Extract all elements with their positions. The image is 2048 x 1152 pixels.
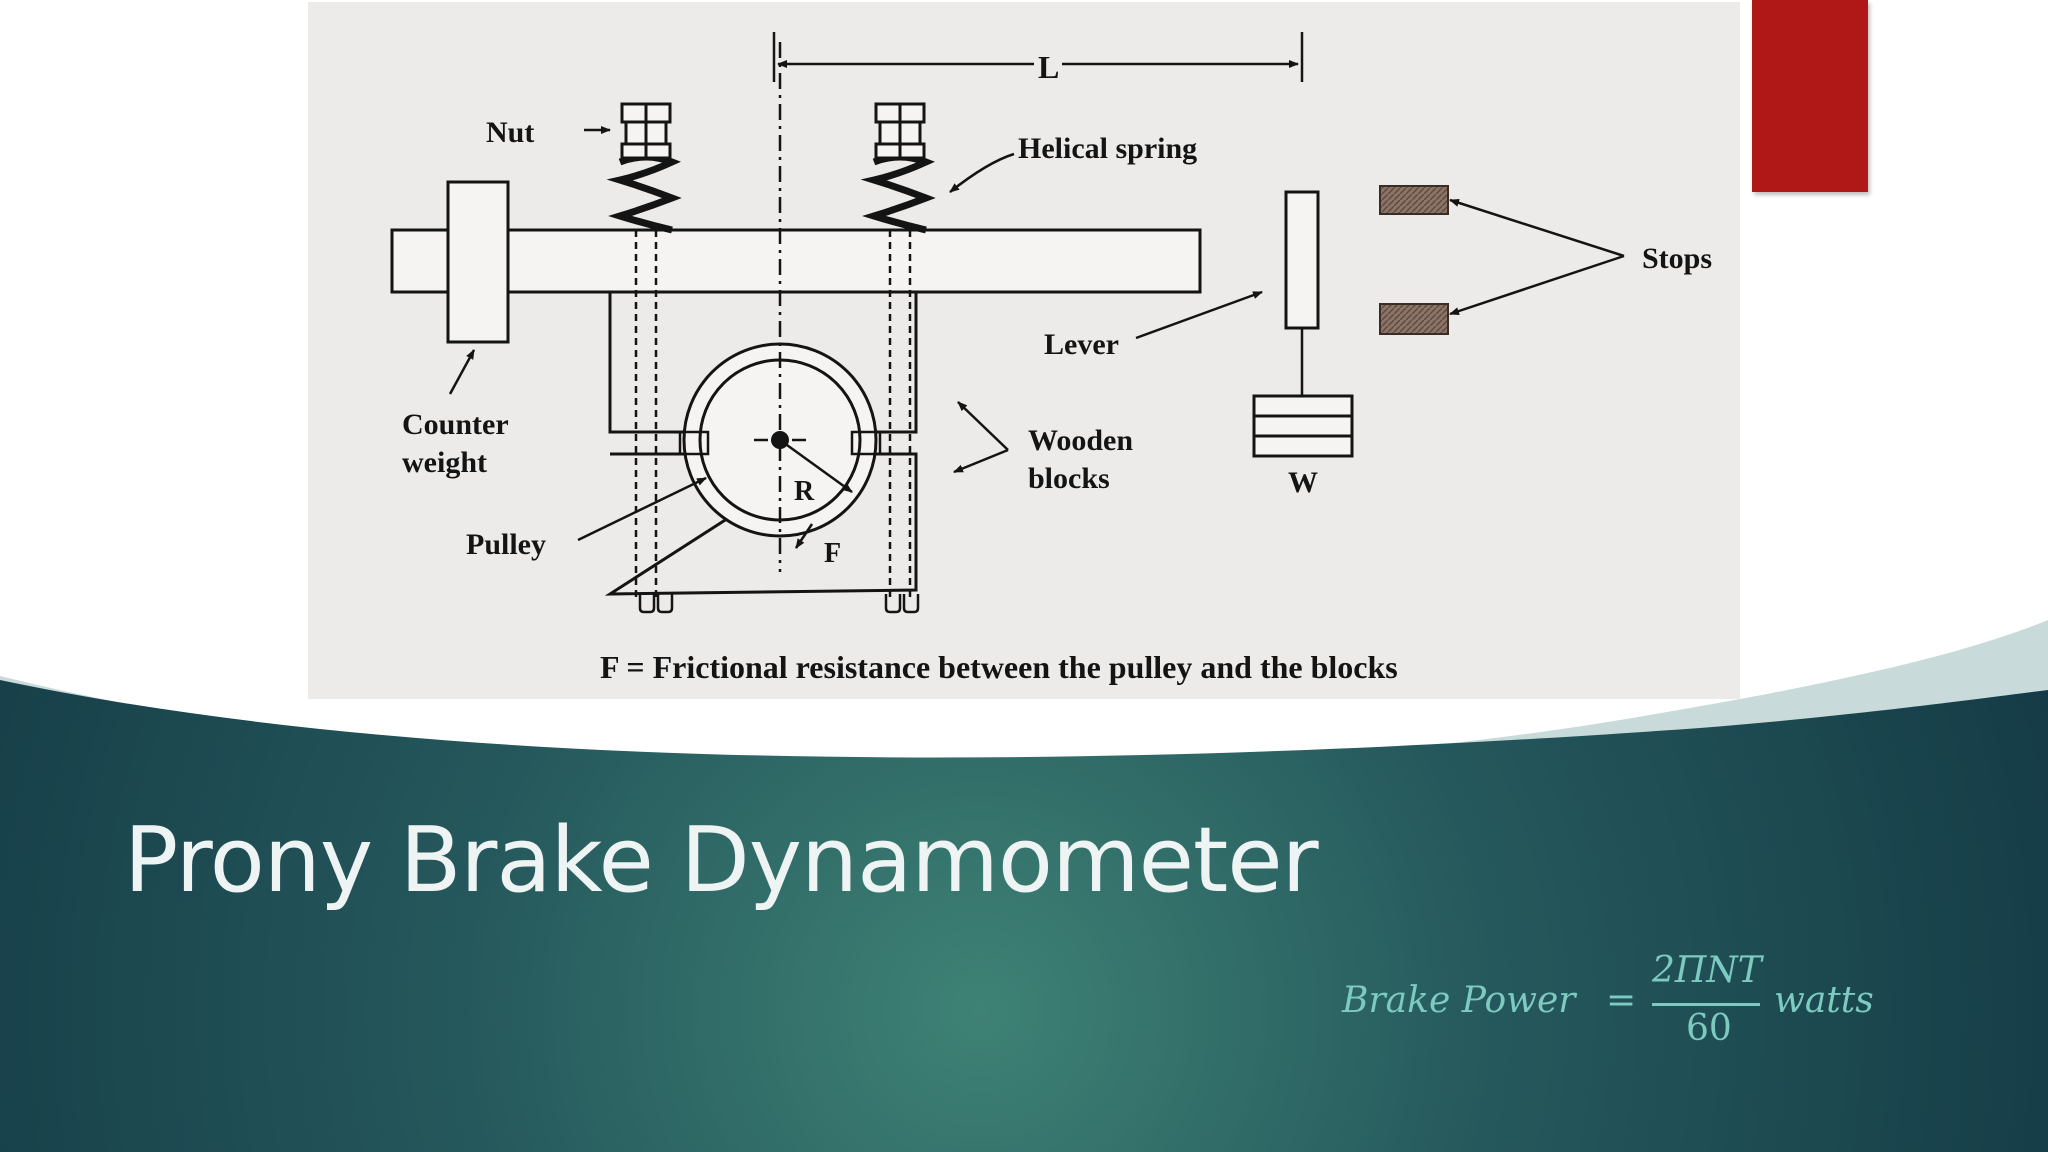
label-counter-weight-2: weight bbox=[402, 446, 487, 479]
label-counter-weight-1: Counter bbox=[402, 408, 509, 441]
prony-brake-diagram: Nut L Helical spring Stops Lever Counter… bbox=[308, 2, 1740, 699]
label-weight: W bbox=[1288, 466, 1318, 499]
dark-panel bbox=[0, 680, 2048, 1152]
lever-bar bbox=[390, 228, 1202, 294]
label-lever: Lever bbox=[1044, 328, 1119, 361]
weight-hanger bbox=[1284, 190, 1320, 330]
label-wooden-blocks-1: Wooden bbox=[1028, 424, 1133, 457]
nut-right bbox=[874, 102, 926, 160]
label-wooden-blocks-2: blocks bbox=[1028, 462, 1110, 495]
nut-left bbox=[620, 102, 672, 160]
label-helical-spring: Helical spring bbox=[1018, 132, 1197, 165]
weight-block bbox=[1252, 394, 1354, 458]
diagram-caption: F = Frictional resistance between the pu… bbox=[600, 649, 1398, 685]
spring-right bbox=[860, 153, 936, 234]
fraction-bar bbox=[1652, 1003, 1760, 1006]
stop-upper bbox=[1379, 185, 1449, 215]
label-nut: Nut bbox=[486, 116, 534, 149]
label-stops: Stops bbox=[1642, 242, 1712, 275]
label-pulley: Pulley bbox=[466, 528, 546, 561]
formula-denominator: 60 bbox=[1686, 1008, 1732, 1049]
counter-weight bbox=[446, 180, 510, 344]
formula-unit: watts bbox=[1774, 980, 1874, 1021]
label-friction: F bbox=[824, 538, 841, 569]
red-accent-bar bbox=[1752, 0, 1868, 192]
slide-title: Prony Brake Dynamometer bbox=[124, 808, 1319, 913]
formula-equals: = bbox=[1606, 980, 1637, 1021]
label-length: L bbox=[1038, 49, 1059, 85]
stop-lower bbox=[1379, 303, 1449, 335]
label-radius: R bbox=[794, 476, 815, 507]
spring-left bbox=[606, 153, 682, 234]
formula-lhs: Brake Power bbox=[1342, 980, 1576, 1021]
brake-power-formula: Brake Power = 2ΠNT 60 watts bbox=[1340, 950, 1900, 1060]
diagram-drawing: Nut L Helical spring Stops Lever Counter… bbox=[390, 32, 1712, 685]
formula-numerator: 2ΠNT bbox=[1652, 950, 1762, 991]
